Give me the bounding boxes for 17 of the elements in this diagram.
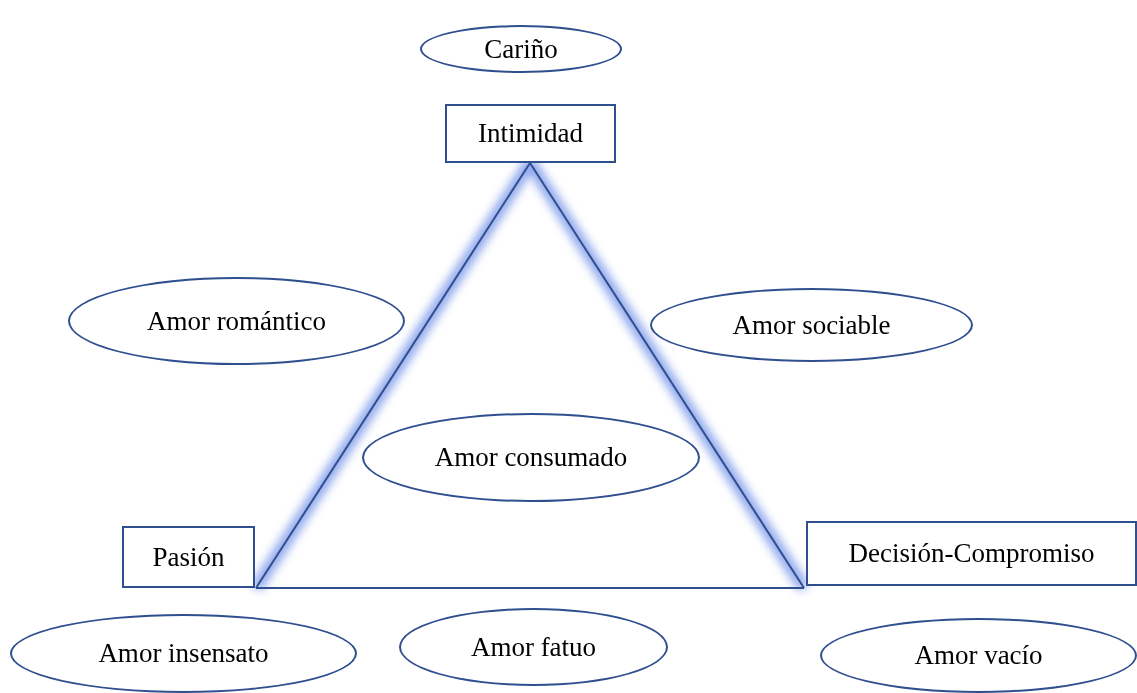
node-label: Amor insensato: [98, 638, 269, 669]
ellipse-node: [362, 413, 700, 502]
node-label: Cariño: [484, 33, 558, 65]
triangle-side: [255, 587, 805, 589]
node-label: Decisión-Compromiso: [848, 538, 1095, 569]
node-label: Intimidad: [478, 118, 583, 149]
label-box: [445, 104, 616, 163]
node-label: Pasión: [152, 541, 225, 573]
node-label: Amor fatuo: [470, 631, 597, 663]
label-box: [806, 521, 1137, 586]
node-label: Amor romántico: [146, 305, 327, 337]
node-label: Amor vacío: [914, 640, 1043, 671]
triangle-side: [529, 162, 805, 589]
triangle-side: [255, 162, 531, 589]
node-label: Amor sociable: [732, 309, 891, 341]
label-box: [122, 526, 255, 588]
node-label: Amor consumado: [434, 442, 628, 473]
